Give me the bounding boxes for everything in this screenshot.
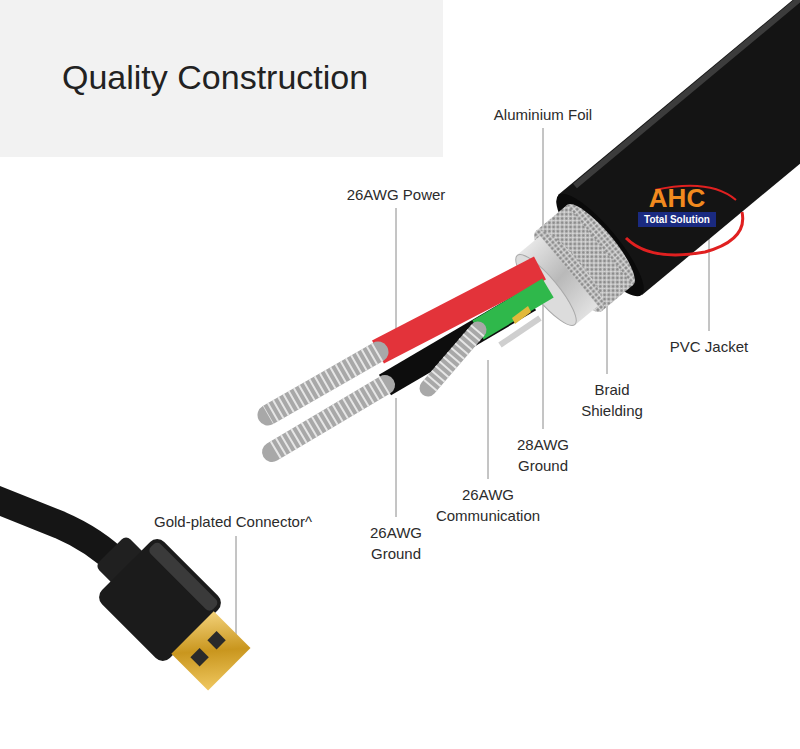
usb-cable [0,497,120,565]
page-title: Quality Construction [62,58,368,97]
copper-strands [428,330,478,388]
copper-strands [268,352,378,415]
watermark: AHC [632,184,722,212]
logo-bar [638,212,716,227]
part-label: 26AWG Communication [429,484,547,526]
part-label: Braid Shielding [572,379,652,421]
jacket-highlight [575,0,800,186]
part-label: Aluminium Foil [468,104,618,125]
watermark: Total Solution [638,213,716,226]
part-label: Gold-plated Connector^ [118,511,348,532]
logo-swoosh [626,212,743,255]
drain-wire [500,318,540,345]
usb-plug [79,519,260,700]
foil-tab [512,306,531,324]
copper-strands [268,352,378,415]
part-label: 26AWG Ground [356,522,436,564]
copper-strands [428,330,478,388]
part-label: 26AWG Power [321,184,471,205]
part-label: 28AWG Ground [503,434,583,476]
communication-wire [478,288,548,330]
part-label: PVC Jacket [649,336,769,357]
title-panel [0,0,443,157]
